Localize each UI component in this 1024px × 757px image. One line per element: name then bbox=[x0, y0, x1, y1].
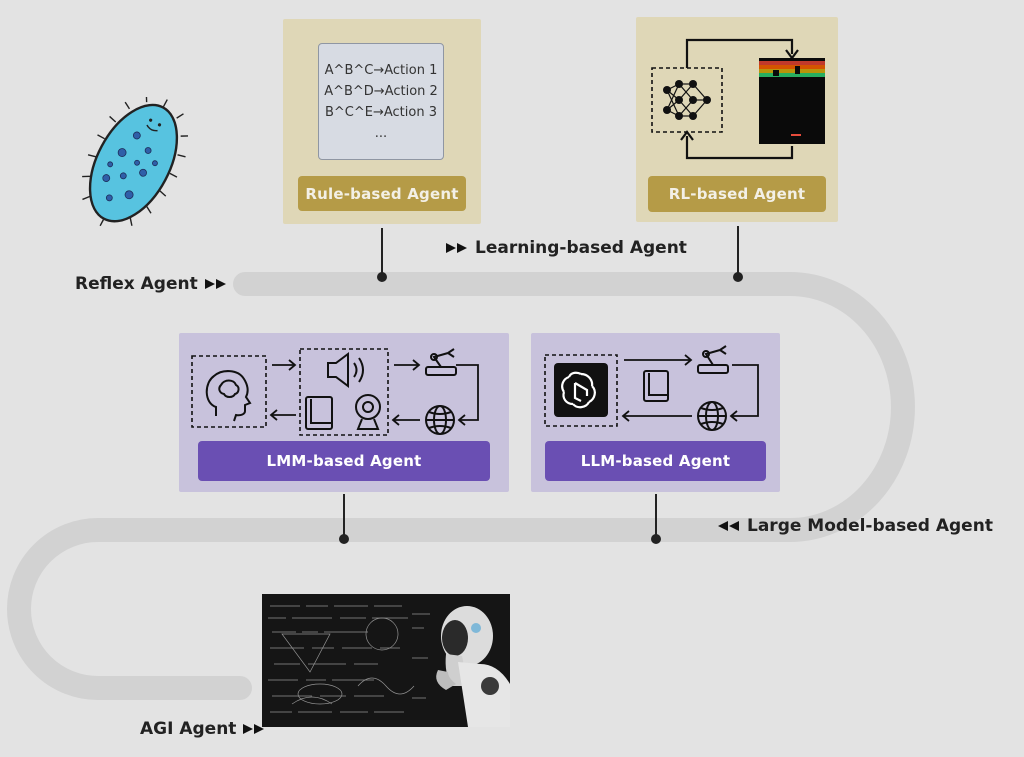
llm-dot bbox=[651, 534, 661, 544]
microbe-icon bbox=[82, 97, 188, 227]
game-screen-icon bbox=[759, 58, 825, 144]
fast-forward-icon bbox=[243, 724, 265, 734]
rule-list: A^B^C→Action 1 A^B^D→Action 2 B^C^E→Acti… bbox=[318, 43, 444, 160]
globe-icon bbox=[425, 405, 455, 435]
llm-based-label: LLM-based Agent bbox=[545, 441, 766, 481]
stage-agi-label: AGI Agent bbox=[140, 719, 237, 739]
stage-large-model: Large Model-based Agent bbox=[717, 516, 993, 536]
stage-agi: AGI Agent bbox=[140, 719, 266, 739]
neural-network-icon bbox=[651, 67, 723, 133]
lmm-based-label: LMM-based Agent bbox=[198, 441, 490, 481]
lmm-diagram bbox=[191, 348, 479, 436]
rl-loop-diagram bbox=[651, 38, 825, 160]
rl-based-label: RL-based Agent bbox=[648, 176, 826, 212]
stage-learning-label: Learning-based Agent bbox=[475, 238, 687, 258]
book-icon bbox=[643, 370, 669, 402]
robot-arm-icon bbox=[425, 348, 457, 376]
llm-diagram bbox=[544, 345, 759, 431]
fast-forward-icon bbox=[446, 243, 467, 253]
rl-stem bbox=[737, 226, 739, 276]
rule-stem bbox=[381, 228, 383, 276]
rule-based-label: Rule-based Agent bbox=[298, 176, 466, 211]
book-icon bbox=[305, 396, 333, 430]
fast-forward-icon bbox=[204, 279, 226, 289]
stage-reflex: Reflex Agent bbox=[75, 274, 228, 294]
speaker-icon bbox=[327, 352, 364, 388]
robot-arm-icon bbox=[697, 345, 729, 374]
openai-logo-icon bbox=[554, 363, 608, 417]
rule-line: ... bbox=[374, 125, 388, 141]
llm-stem bbox=[655, 494, 657, 538]
rl-dot bbox=[733, 272, 743, 282]
webcam-icon bbox=[355, 394, 381, 430]
rule-line: A^B^D→Action 2 bbox=[324, 83, 438, 99]
stage-learning: Learning-based Agent bbox=[445, 238, 687, 258]
rule-line: B^C^E→Action 3 bbox=[324, 104, 437, 120]
humanoid-robot-image bbox=[262, 594, 510, 727]
globe-icon bbox=[697, 401, 727, 431]
rule-line: A^B^C→Action 1 bbox=[324, 62, 438, 78]
brain-head-icon bbox=[205, 370, 252, 422]
lmm-stem bbox=[343, 494, 345, 538]
rewind-icon bbox=[718, 521, 739, 531]
lmm-dot bbox=[339, 534, 349, 544]
stage-large-model-label: Large Model-based Agent bbox=[747, 516, 993, 536]
stage-reflex-label: Reflex Agent bbox=[75, 274, 198, 294]
rule-dot bbox=[377, 272, 387, 282]
